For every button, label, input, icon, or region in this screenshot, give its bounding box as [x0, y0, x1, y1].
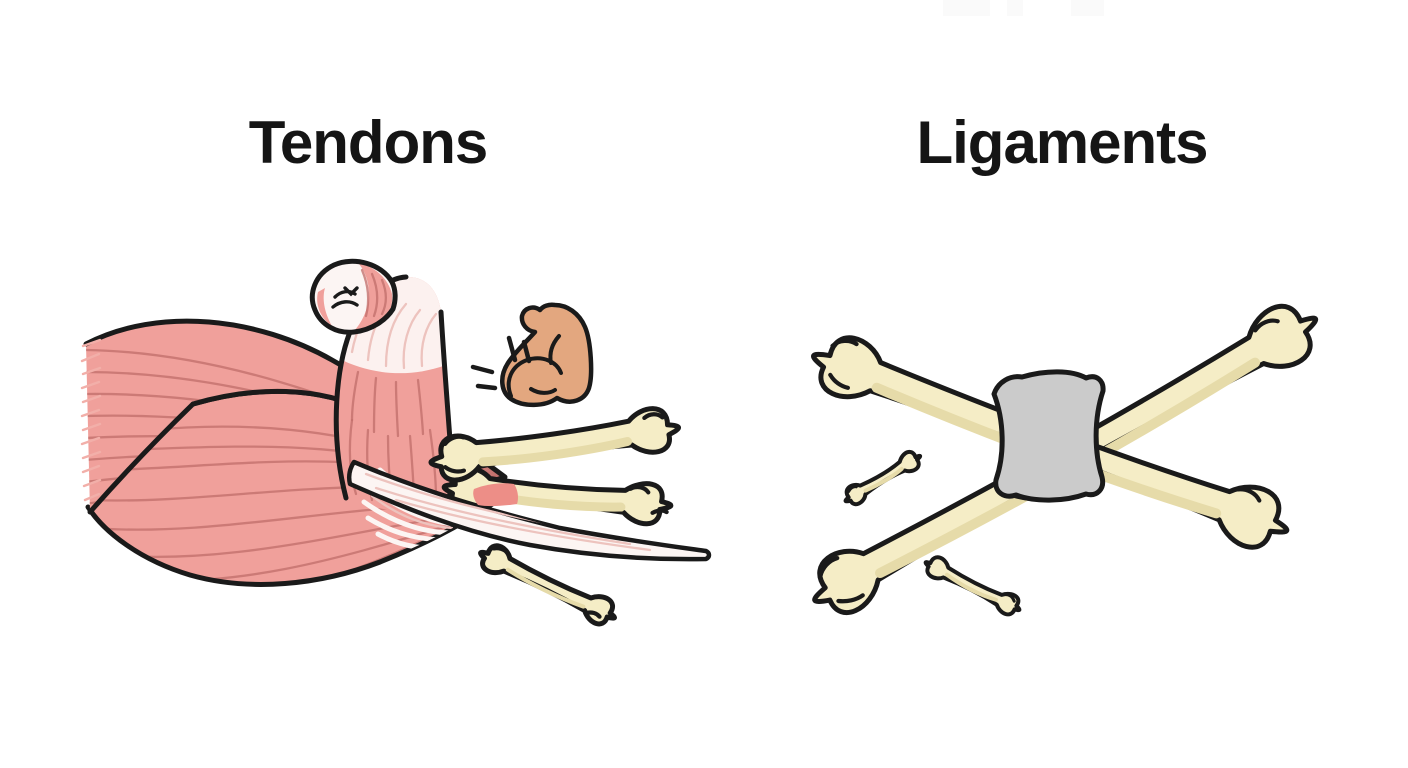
tendons-illustration	[60, 240, 760, 670]
tendons-title: Tendons	[248, 109, 489, 176]
emphasis-marks	[470, 335, 532, 391]
small-bone-lower	[923, 555, 1022, 617]
muscle-fist	[309, 258, 398, 335]
tendon-sheet	[346, 459, 712, 562]
top-edge-artifact	[1007, 0, 1023, 16]
ligament-band	[991, 369, 1106, 503]
tendon-attachment	[473, 483, 518, 507]
ligaments-illustration	[780, 260, 1340, 640]
small-bone	[478, 543, 617, 627]
flexed-biceps-icon	[500, 302, 594, 408]
top-edge-artifact	[1071, 0, 1104, 16]
small-bone-upper	[843, 449, 923, 507]
fist-claw-marks	[331, 286, 359, 309]
top-edge-artifact	[943, 0, 990, 16]
ligaments-title: Ligaments	[916, 109, 1208, 176]
muscle-fringe	[80, 338, 102, 502]
upper-long-bone	[428, 406, 682, 483]
